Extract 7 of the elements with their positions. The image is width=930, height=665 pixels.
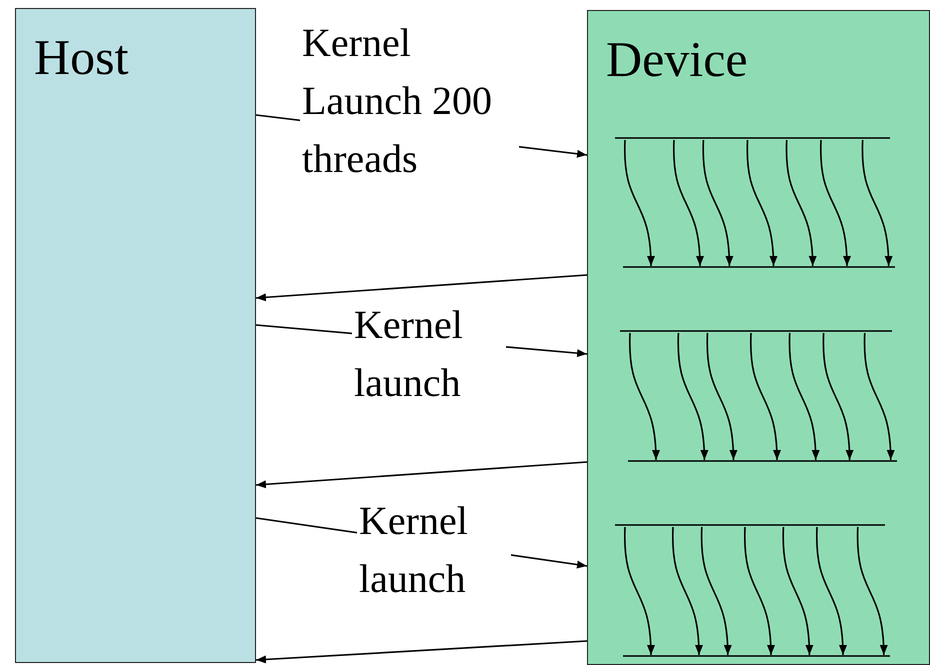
arrow [256, 274, 588, 302]
host-panel [15, 8, 256, 663]
arrow [256, 640, 588, 664]
panel-title: Device [606, 33, 748, 85]
device-panel [587, 10, 930, 665]
panel-title: Host [34, 31, 128, 83]
arrow [256, 461, 588, 488]
